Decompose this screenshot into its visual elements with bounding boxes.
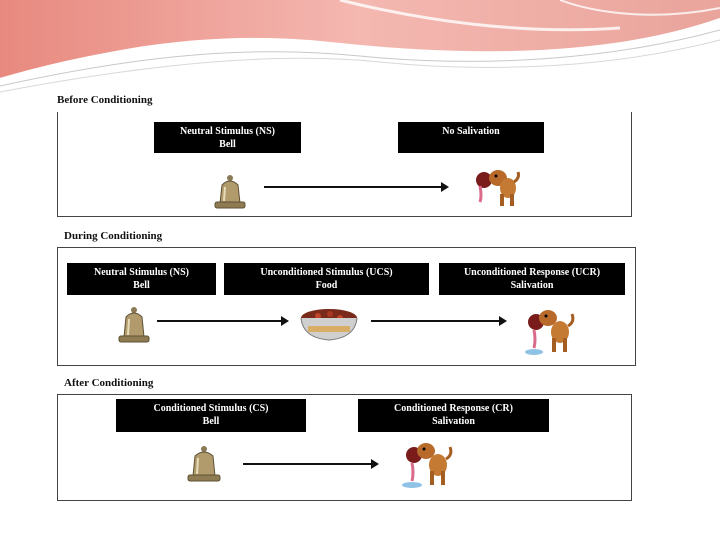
during-title: During Conditioning: [64, 230, 163, 242]
after-cr-line1: Conditioned Response (CR): [394, 403, 513, 414]
dog-icon: [525, 310, 575, 355]
bell-icon: [118, 307, 150, 343]
after-cs-line2: Bell: [202, 416, 220, 427]
before-response-label: No Salivation: [398, 122, 544, 153]
during-ucs-line1: Unconditioned Stimulus (UCS): [260, 267, 393, 278]
before-ns-line1: Neutral Stimulus (NS): [179, 126, 275, 137]
drool-icon: [402, 482, 422, 488]
during-arrow-2: [371, 316, 507, 326]
during-ucr-label: Unconditioned Response (UCR) Salivation: [439, 263, 625, 295]
after-cr-label: Conditioned Response (CR) Salivation: [358, 399, 549, 432]
dog-icon: [476, 170, 520, 206]
top-banner-decoration: [0, 0, 720, 93]
during-ns-label: Neutral Stimulus (NS) Bell: [67, 263, 216, 295]
after-arrow: [243, 459, 379, 469]
drool-icon: [525, 349, 543, 355]
during-ns-line2: Bell: [133, 280, 150, 291]
after-cs-label: Conditioned Stimulus (CS) Bell: [116, 399, 306, 432]
during-ucr-line1: Unconditioned Response (UCR): [463, 267, 601, 278]
before-arrow: [264, 182, 449, 192]
before-ns-label: Neutral Stimulus (NS) Bell: [154, 122, 301, 153]
during-arrow-1: [157, 316, 289, 326]
after-cr-line2: Salivation: [432, 416, 475, 427]
bell-icon: [214, 175, 246, 209]
food-bowl-icon: [300, 309, 358, 341]
bell-icon: [187, 446, 221, 482]
during-ucs-line2: Food: [315, 280, 338, 291]
dog-icon: [402, 443, 453, 488]
before-title: Before Conditioning: [57, 94, 153, 106]
after-title: After Conditioning: [64, 377, 154, 389]
after-cs-line1: Conditioned Stimulus (CS): [153, 403, 269, 414]
during-ucr-line2: Salivation: [510, 280, 554, 291]
before-ns-line2: Bell: [219, 139, 236, 150]
before-resp-line1: No Salivation: [442, 126, 500, 137]
during-ucs-label: Unconditioned Stimulus (UCS) Food: [224, 263, 429, 295]
during-ns-line1: Neutral Stimulus (NS): [93, 267, 189, 278]
before-panel: [57, 112, 632, 217]
